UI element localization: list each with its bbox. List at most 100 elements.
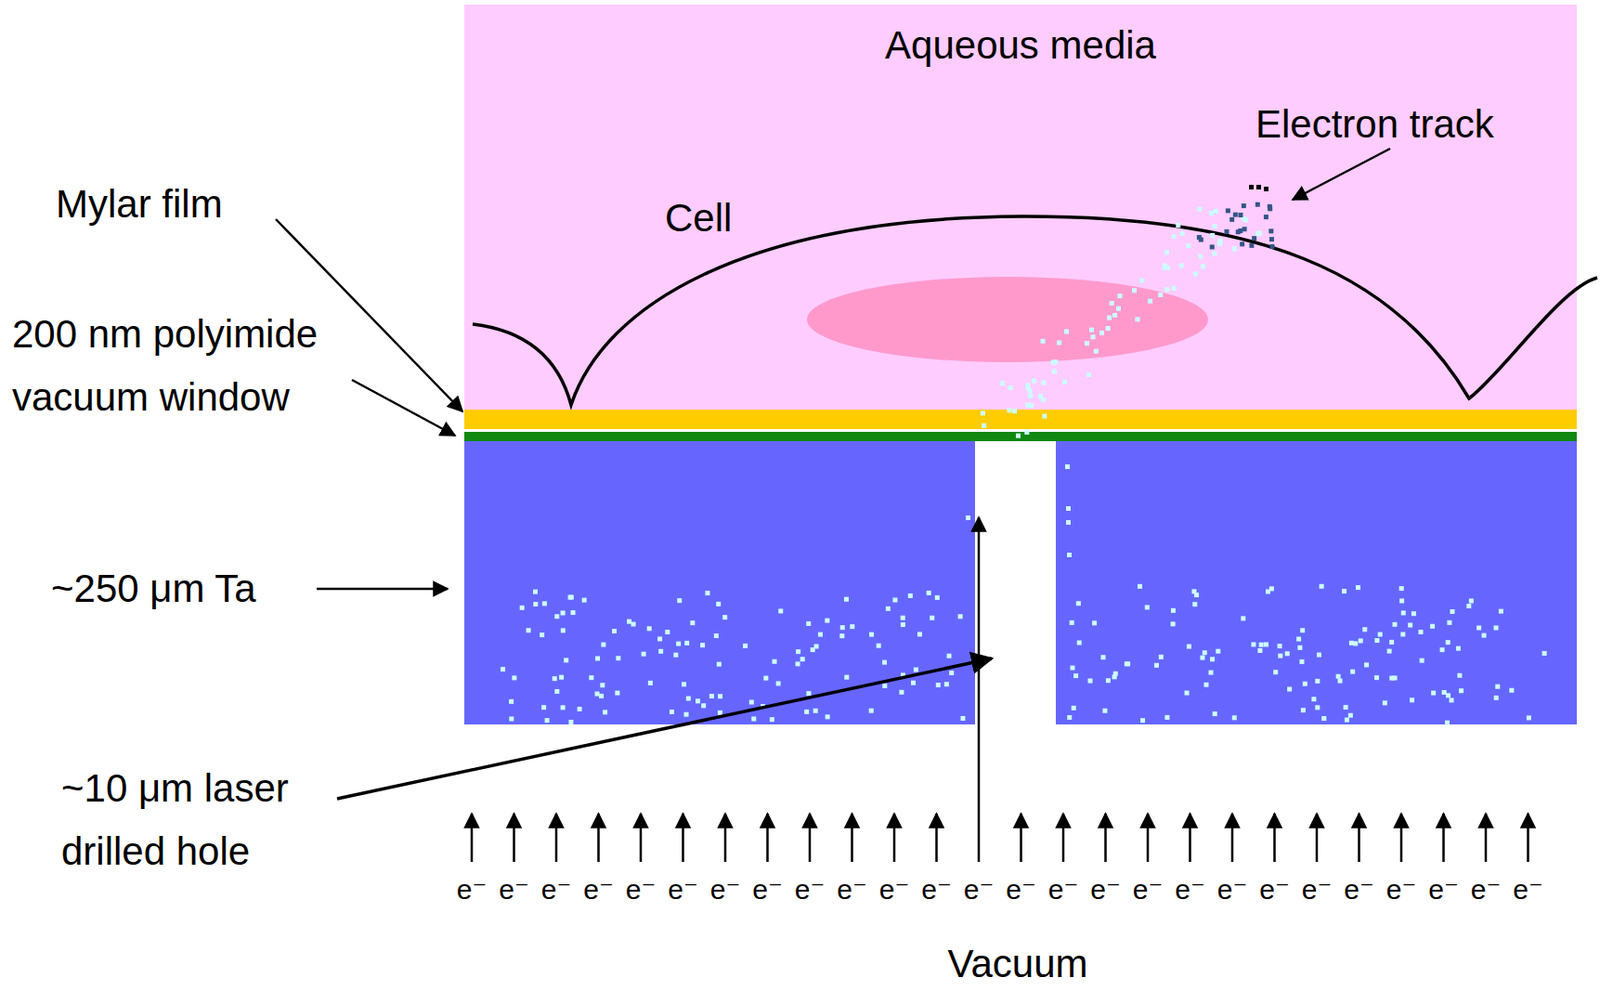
dot — [917, 631, 923, 637]
dot — [1073, 673, 1079, 678]
dot — [839, 633, 845, 638]
electron-arrow — [555, 813, 559, 862]
dot — [936, 682, 941, 688]
dot — [1106, 315, 1112, 321]
dot — [958, 613, 963, 619]
dot — [657, 636, 663, 641]
dot — [1209, 233, 1215, 238]
dot — [1374, 637, 1379, 643]
dot — [882, 683, 887, 689]
dot — [1099, 330, 1105, 336]
leader-line — [1292, 148, 1391, 200]
dot — [1466, 603, 1471, 609]
dot — [1494, 695, 1499, 701]
dot — [908, 593, 913, 599]
dot — [1000, 380, 1005, 386]
electron-symbol: e⁻ — [710, 872, 742, 907]
tantalum-block — [464, 441, 976, 725]
dot — [1265, 588, 1271, 594]
dot — [1066, 552, 1072, 558]
electron-arrow — [470, 813, 474, 862]
dot — [818, 632, 823, 638]
dot — [1430, 624, 1435, 629]
dot — [626, 619, 632, 625]
dot — [1419, 658, 1425, 664]
dot — [559, 675, 564, 680]
dot — [1269, 236, 1275, 242]
dot — [1296, 637, 1301, 642]
dot — [673, 652, 678, 658]
electron-arrow — [724, 813, 728, 862]
electron-arrow — [977, 517, 981, 862]
dot — [1358, 637, 1364, 643]
dot — [960, 715, 965, 721]
electron-symbol: e⁻ — [667, 872, 699, 907]
dot — [658, 649, 664, 654]
dot — [1162, 265, 1168, 271]
dot — [560, 627, 566, 633]
electron-symbol: e⁻ — [1005, 872, 1037, 907]
dot — [715, 601, 721, 607]
electron-arrow — [1273, 813, 1276, 862]
dot — [844, 675, 849, 680]
dot — [825, 714, 831, 719]
electron-arrow — [893, 813, 897, 862]
dot — [1113, 671, 1119, 677]
electron-arrow — [1526, 813, 1530, 862]
dot — [1445, 692, 1451, 698]
dot — [813, 708, 819, 714]
dot — [1203, 682, 1209, 688]
dot — [1542, 650, 1548, 656]
dot — [1321, 715, 1327, 721]
dot — [980, 410, 986, 416]
dot — [1200, 263, 1206, 269]
cell-membrane — [472, 216, 1598, 405]
dot — [1066, 520, 1071, 525]
dot — [588, 675, 594, 680]
dot — [508, 699, 514, 704]
dot — [1118, 293, 1123, 299]
dot — [526, 627, 532, 633]
dot — [571, 610, 576, 615]
dot — [1065, 464, 1070, 469]
dot — [1084, 340, 1090, 346]
dot — [1040, 397, 1046, 403]
dot — [717, 693, 723, 699]
dot — [1086, 372, 1092, 378]
dot — [882, 660, 887, 665]
dot — [684, 712, 690, 717]
electron-arrows — [471, 517, 1529, 862]
dot — [722, 614, 728, 620]
electron-symbol: e⁻ — [541, 872, 573, 907]
dot — [676, 641, 681, 647]
dot — [1409, 697, 1415, 703]
dot — [1458, 688, 1464, 693]
dot — [1031, 378, 1037, 384]
dot — [533, 589, 538, 595]
dot — [1399, 585, 1405, 591]
dot — [1314, 678, 1320, 684]
dot — [1062, 379, 1067, 385]
dot — [1314, 704, 1320, 710]
dot — [1257, 231, 1262, 236]
dot — [1215, 649, 1221, 654]
dot — [844, 597, 849, 602]
region-label: Aqueous media — [884, 23, 1157, 68]
electron-symbol: e⁻ — [1343, 872, 1375, 907]
dot — [1251, 235, 1257, 241]
dot — [810, 647, 816, 652]
tantalum-block — [1055, 441, 1577, 725]
dot — [869, 632, 874, 638]
dot — [701, 702, 706, 708]
dot — [776, 680, 781, 686]
dot — [806, 690, 811, 696]
dot — [1508, 688, 1514, 693]
dot — [511, 675, 517, 680]
dot — [1209, 656, 1215, 662]
electron-arrow — [808, 813, 812, 862]
dot — [1012, 408, 1017, 414]
dot — [554, 689, 560, 694]
dot — [772, 659, 778, 664]
dot — [1213, 208, 1219, 214]
electron-symbol: e⁻ — [625, 872, 657, 907]
